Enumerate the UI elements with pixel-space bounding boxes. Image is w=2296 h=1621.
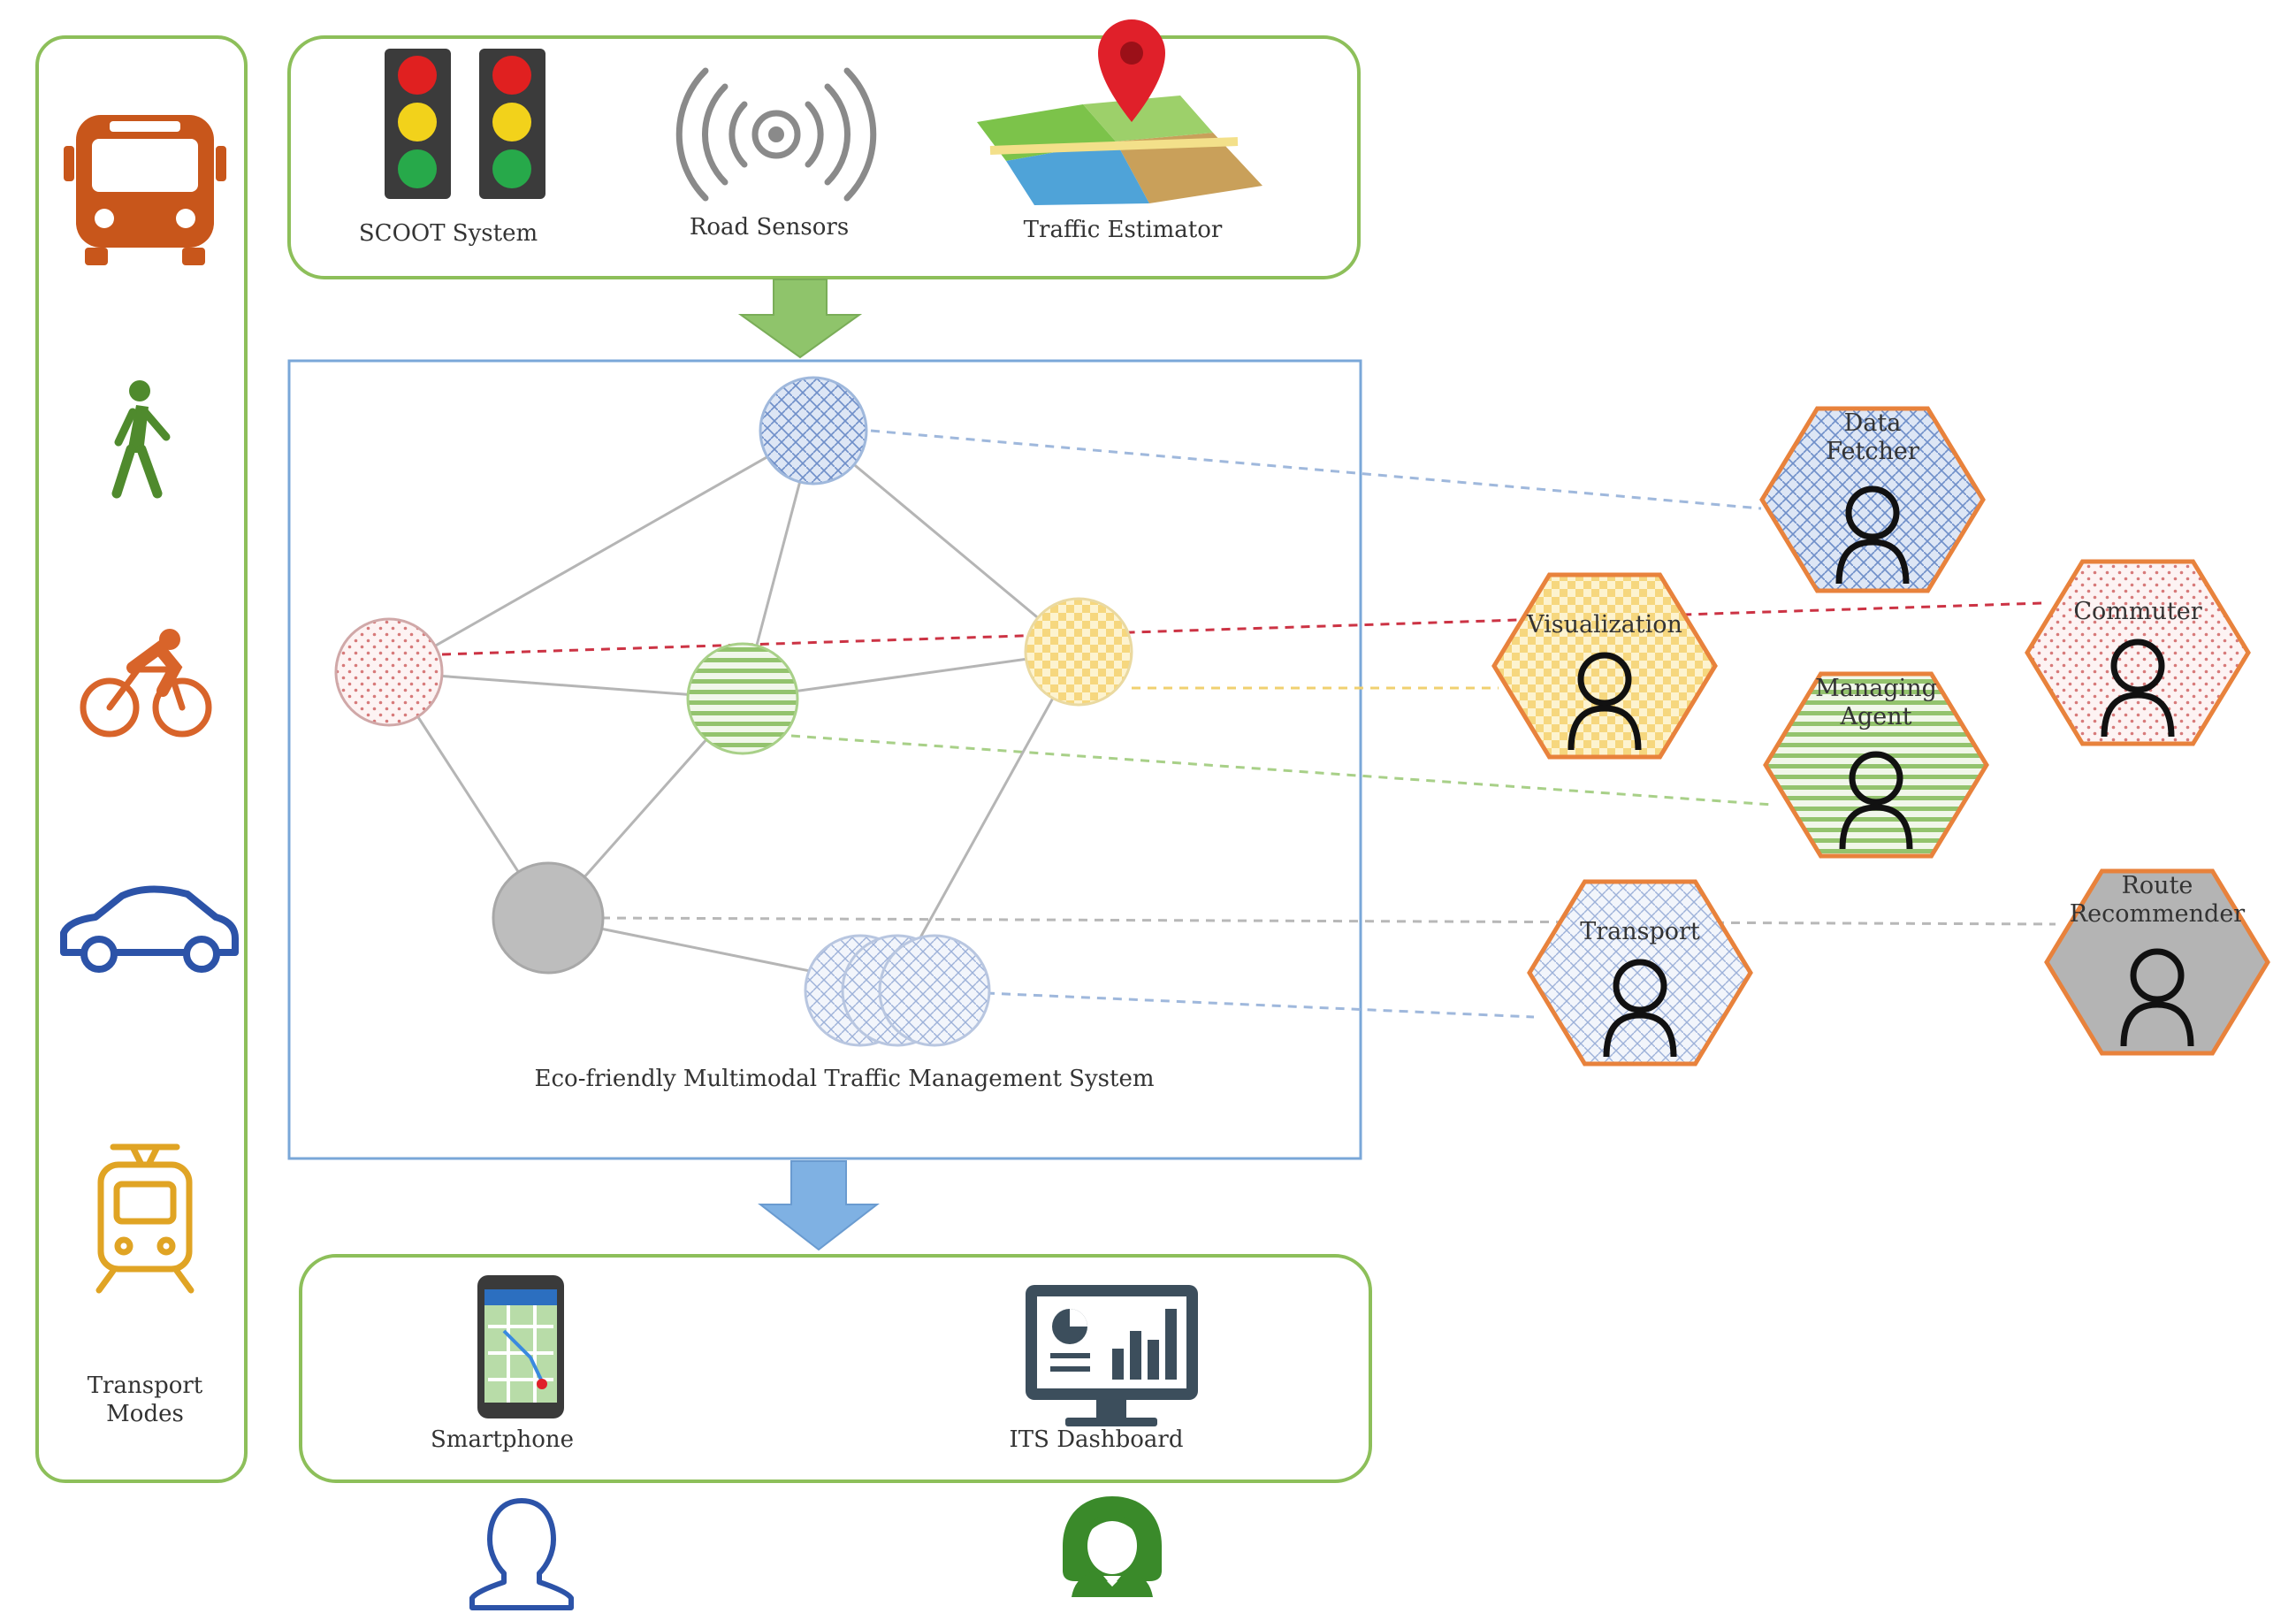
- output-flow-arrow: [758, 1160, 880, 1251]
- data-fetcher-agent-label: Fetcher: [1826, 438, 1919, 465]
- inputs-panel: [287, 35, 1361, 279]
- bicycle-icon: [80, 629, 212, 738]
- commuter-agent-person-icon: [2110, 638, 2165, 693]
- wireless-sensor-icon: [675, 67, 877, 202]
- route-recommender-agent-label: Recommender: [2070, 900, 2246, 928]
- scoot-system-label: SCOOT System: [359, 220, 538, 247]
- operator-user-icon: [1063, 1496, 1162, 1597]
- route-recommender-agent-label: Route: [2122, 872, 2193, 899]
- route-recommender-agent-hexagon: [2044, 868, 2270, 1056]
- commuter-agent-hexagon: [2025, 559, 2251, 746]
- visualization-node: [1024, 597, 1133, 707]
- data-fetcher-agent-person-icon: [1845, 486, 1900, 540]
- visualization-agent-person-icon: [1577, 652, 1632, 707]
- data-fetcher-node: [759, 376, 868, 486]
- commuter-user-icon: [469, 1498, 574, 1610]
- transport-modes-label: Transport: [88, 1372, 203, 1399]
- managing-agent-label: Managing: [1815, 675, 1937, 702]
- route-recommender-node: [492, 861, 605, 975]
- pedestrian-icon: [111, 380, 171, 499]
- transport-modes-panel: [35, 35, 248, 1483]
- traffic-light-icon: [385, 49, 545, 199]
- transport-node: [804, 934, 991, 1047]
- data-fetcher-agent-hexagon: [1759, 406, 1986, 593]
- transport-modes-label-2: Modes: [106, 1401, 184, 1427]
- traffic-estimator-label: Traffic Estimator: [1024, 217, 1223, 243]
- managing-agent-person-body: [1839, 804, 1913, 850]
- input-flow-arrow: [737, 279, 863, 359]
- road-sensors-label: Road Sensors: [690, 214, 849, 241]
- transport-agent-person-icon: [1613, 959, 1667, 1013]
- visualization-agent-hexagon: [1491, 572, 1718, 760]
- car-icon: [60, 885, 239, 973]
- commuter-node: [334, 617, 444, 727]
- agent-links: [441, 429, 2056, 1019]
- managing-agent-person-icon: [1849, 751, 1903, 806]
- commuter-agent-person-body: [2101, 692, 2175, 738]
- transport-agent-label: Transport: [1580, 918, 1700, 945]
- managing-agent-label: Agent: [1840, 703, 1912, 730]
- managing-agent-node: [686, 642, 799, 755]
- bus-icon: [64, 115, 226, 265]
- commuter-agent-label: Commuter: [2073, 598, 2201, 625]
- its-dashboard-label: ITS Dashboard: [1010, 1426, 1184, 1453]
- dashboard-icon: [1026, 1285, 1198, 1426]
- map-pin-icon: [977, 19, 1262, 205]
- smartphone-label: Smartphone: [431, 1426, 574, 1453]
- route-recommender-agent-person-body: [2120, 1001, 2194, 1047]
- commuter-agent: Commuter: [2025, 559, 2251, 746]
- visualization-agent-label: Visualization: [1526, 611, 1682, 638]
- route-recommender-agent-person-icon: [2130, 948, 2185, 1003]
- visualization-agent-person-body: [1568, 705, 1642, 751]
- data-fetcher-agent-person-body: [1835, 539, 1910, 585]
- visualization-agent: Visualization: [1491, 572, 1718, 760]
- transport-agent-person-body: [1603, 1012, 1677, 1058]
- managing-agent-hexagon: [1763, 671, 1989, 859]
- system-label: Eco-friendly Multimodal Traffic Manageme…: [535, 1066, 1155, 1092]
- transport-agent: Transport: [1527, 879, 1753, 1067]
- transport-agent-hexagon: [1527, 879, 1753, 1067]
- data-fetcher-agent-label: Data: [1844, 409, 1902, 437]
- tram-icon: [95, 1143, 195, 1294]
- smartphone-icon: [477, 1275, 564, 1418]
